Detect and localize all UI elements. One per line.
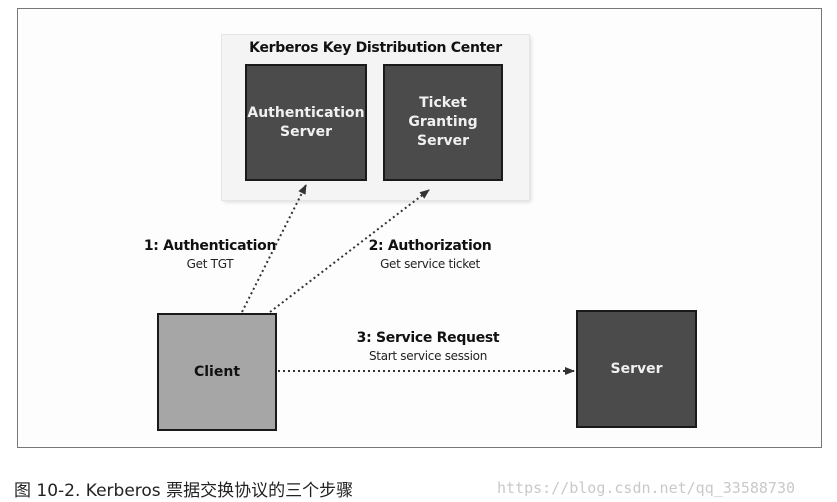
arrow-authorization bbox=[269, 189, 430, 313]
server-label: Server bbox=[610, 360, 663, 377]
authentication-server-box: Authentication Server bbox=[245, 64, 367, 181]
step3-title: 3: Service Request bbox=[356, 330, 500, 346]
ticket-granting-server-box: Ticket Granting Server bbox=[383, 64, 503, 181]
client-label: Client bbox=[193, 364, 241, 380]
step3-subtitle: Start service session bbox=[368, 349, 488, 363]
watermark-url: https://blog.csdn.net/qq_33588730 bbox=[497, 479, 796, 497]
server-box: Server bbox=[576, 310, 697, 428]
ticket-granting-server-label-line1: Ticket Granting bbox=[408, 95, 478, 130]
step2-subtitle: Get service ticket bbox=[380, 257, 480, 271]
arrow-authentication bbox=[241, 184, 307, 313]
client-box: Client bbox=[157, 313, 277, 431]
step1-subtitle: Get TGT bbox=[186, 257, 234, 271]
kdc-title: Kerberos Key Distribution Center bbox=[249, 40, 502, 56]
ticket-granting-server-label-line2: Server bbox=[416, 133, 469, 149]
step2-title: 2: Authorization bbox=[368, 238, 492, 254]
figure-caption: 图 10-2. Kerberos 票据交换协议的三个步骤 bbox=[14, 481, 354, 501]
step1-title: 1: Authentication bbox=[143, 238, 277, 254]
authentication-server-label-line1: Authentication bbox=[247, 104, 365, 121]
authentication-server-label-line2: Server bbox=[279, 123, 332, 140]
